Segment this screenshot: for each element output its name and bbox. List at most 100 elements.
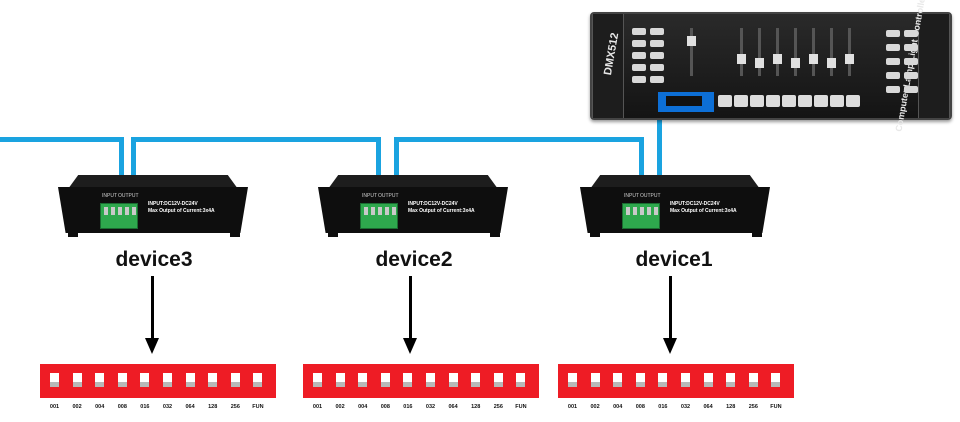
arrow-shaft-device1	[669, 276, 672, 338]
terminal-pin	[111, 207, 115, 215]
dip-switch-label: 001	[312, 404, 323, 410]
controller-fader	[830, 28, 833, 76]
dip-switch-label: 256	[493, 404, 503, 410]
controller-display	[658, 92, 714, 112]
dip-switch-lever	[117, 373, 127, 387]
device-body	[580, 187, 770, 233]
controller-button	[904, 58, 918, 65]
device-spec-text: INPUT:DC12V-DC24V Max Output of Current:…	[408, 201, 508, 215]
dip-switch-label: 128	[471, 404, 481, 410]
dip-switch-lever	[703, 373, 713, 387]
device-terminal-block	[100, 203, 138, 229]
controller-button	[904, 86, 918, 93]
controller-button	[904, 72, 918, 79]
dip-switch-label: 008	[117, 404, 127, 410]
controller-fader-cap	[687, 36, 696, 46]
dip-switch-lever	[448, 373, 458, 387]
controller-fader-cap	[737, 54, 746, 64]
dmx-cable-rise-device3	[131, 137, 136, 175]
controller-button	[650, 40, 664, 47]
dip-switch-lever	[568, 373, 577, 387]
terminal-pin	[125, 207, 129, 215]
device-foot	[752, 229, 762, 237]
dip-switch-label: 128	[726, 404, 736, 410]
controller-fader-cap	[755, 58, 764, 68]
dip-switch-label: 032	[680, 404, 691, 410]
dip-switch-label: 002	[590, 404, 600, 410]
dip-switch-label: 004	[613, 404, 623, 410]
device-foot	[490, 229, 500, 237]
controller-key	[750, 95, 764, 107]
terminal-pin	[633, 207, 637, 215]
controller-button	[650, 64, 664, 71]
dip-switch-lever	[403, 373, 413, 387]
dip-switch-label: 256	[748, 404, 758, 410]
controller-fader-cap	[827, 58, 836, 68]
decoder-device1: INPUT OUTPUT INPUT:DC12V-DC24V Max Outpu…	[580, 175, 780, 243]
arrow-shaft-device2	[409, 276, 412, 338]
dip-switch-device3	[40, 364, 276, 398]
controller-key	[830, 95, 844, 107]
dip-switch-lever	[471, 373, 481, 387]
controller-rack-ear-right	[918, 14, 950, 118]
controller-fader	[776, 28, 779, 76]
device-spec-line1: INPUT:DC12V-DC24V	[408, 201, 458, 207]
decoder-device2: INPUT OUTPUT INPUT:DC12V-DC24V Max Outpu…	[318, 175, 518, 243]
device-terminal-block	[622, 203, 660, 229]
terminal-pin	[647, 207, 651, 215]
controller-button	[650, 52, 664, 59]
dip-switch-label: 128	[208, 404, 218, 410]
device-body	[58, 187, 248, 233]
device-input-label: INPUT	[624, 193, 639, 199]
dip-switch-label: 032	[425, 404, 436, 410]
terminal-pin	[364, 207, 368, 215]
controller-fader-cap	[773, 54, 782, 64]
controller-fader	[794, 28, 797, 76]
controller-rack-ear-left	[592, 14, 624, 118]
device-top-panel	[68, 175, 238, 189]
dmx-cable-rise-device2	[394, 137, 399, 175]
device-top-panel	[590, 175, 760, 189]
terminal-pin	[132, 207, 136, 215]
controller-key	[814, 95, 828, 107]
controller-display-digits	[666, 96, 702, 106]
dip-switch-label: 016	[140, 404, 150, 410]
dip-switch-label: 032	[162, 404, 173, 410]
dip-switch-lever	[681, 373, 690, 387]
dip-switch-label: 004	[95, 404, 105, 410]
controller-button	[886, 30, 900, 37]
controller-fader	[812, 28, 815, 76]
dip-switch-label: 064	[185, 404, 195, 410]
controller-fader	[690, 28, 693, 76]
device-foot	[590, 229, 600, 237]
dmx512-controller: DMX512 Computer Lamp Light Controller	[590, 0, 952, 132]
controller-key	[846, 95, 860, 107]
controller-key	[766, 95, 780, 107]
dip-switch-lever	[335, 373, 345, 387]
controller-keypad	[718, 94, 868, 110]
dip-switch-label: 002	[335, 404, 345, 410]
dip-switch-label: 008	[635, 404, 645, 410]
dmx-cable-main	[0, 137, 124, 142]
device3-label: device3	[115, 248, 193, 271]
dip-switch-lever	[493, 373, 503, 387]
controller-button	[650, 76, 664, 83]
device-output-label: OUTPUT	[640, 193, 661, 199]
controller-button	[904, 30, 918, 37]
dip-switch-lever	[635, 373, 645, 387]
controller-fader	[848, 28, 851, 76]
device-input-label: INPUT	[102, 193, 117, 199]
device-spec-line2: Max Output of Current:3x4A	[670, 208, 737, 214]
terminal-pin	[626, 207, 630, 215]
controller-fader-cap	[845, 54, 854, 64]
device-spec-line2: Max Output of Current:3x4A	[148, 208, 215, 214]
controller-button	[632, 76, 646, 83]
dip-switch-lever	[185, 373, 195, 387]
controller-fader	[758, 28, 761, 76]
device-spec-text: INPUT:DC12V-DC24V Max Output of Current:…	[148, 201, 248, 215]
dip-switch-label: 008	[380, 404, 390, 410]
dip-switch-label: 016	[403, 404, 413, 410]
dip-switch-lever	[50, 373, 59, 387]
device-spec-text: INPUT:DC12V-DC24V Max Output of Current:…	[670, 201, 770, 215]
dip-switch-lever	[140, 373, 150, 387]
